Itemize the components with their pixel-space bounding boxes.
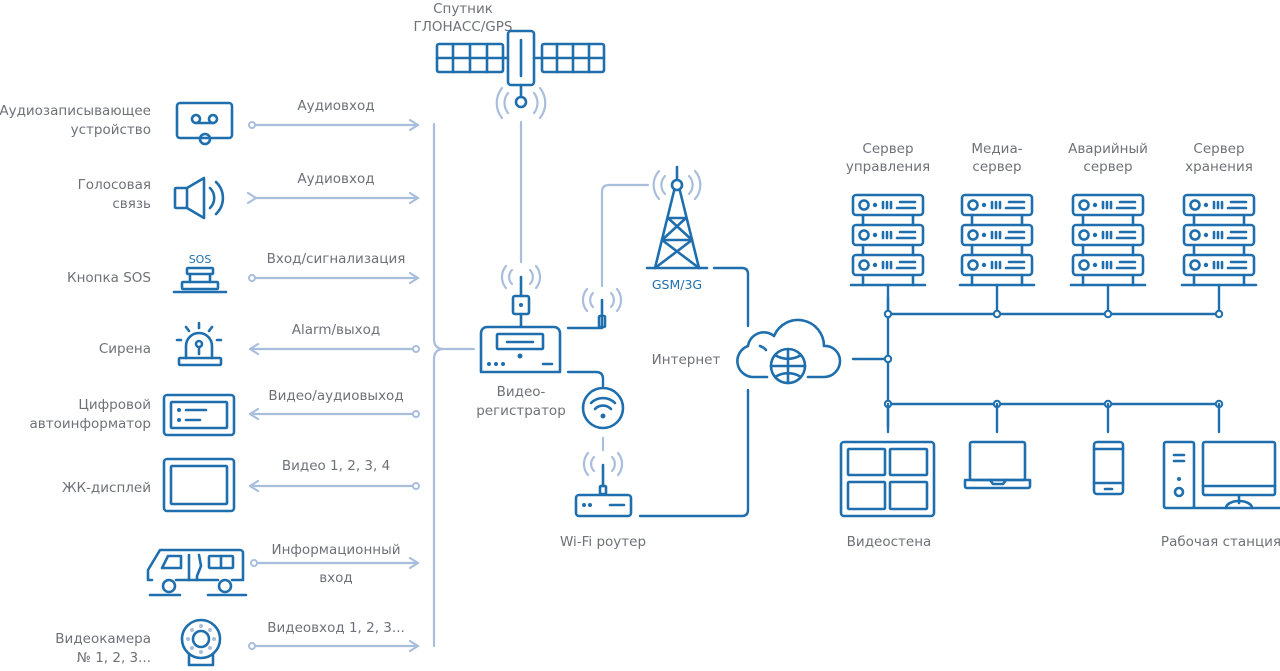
device-label: Видеокамера [55, 631, 151, 647]
server-label-1: Сервер [862, 141, 913, 157]
device-camera: Видеокамера № 1, 2, 3... Видеовход 1, 2,… [55, 618, 420, 667]
laptop-icon [963, 440, 1032, 490]
smartphone-icon [1092, 440, 1125, 496]
bus-junction [883, 354, 893, 364]
client-video-wall: Видеостена [839, 402, 936, 550]
device-lcd-display: ЖК-дисплей Видео 1, 2, 3, 4 [62, 457, 420, 513]
server-management-node: Сервер управления [846, 141, 930, 316]
gsm-tower-icon [645, 165, 709, 270]
server-label-2: управления [846, 159, 930, 175]
signal-label: Видео/аудиовыход [268, 388, 403, 404]
device-label: ЖК-дисплей [62, 480, 151, 496]
cloud-icon [736, 318, 842, 379]
globe-icon [769, 347, 807, 385]
signal-label-2: вход [319, 570, 353, 586]
bus-icon [146, 548, 248, 597]
recorder-label-1: Видео- [497, 384, 546, 400]
client-label: Видеостена [847, 534, 932, 550]
video-recorder-icon [479, 275, 562, 374]
client-laptop [963, 402, 1032, 490]
camera-icon [180, 618, 222, 667]
recorder-label-2: регистратор [476, 403, 566, 419]
servers-group: Сервер управления Медиа-сервер Аварийный сер… [846, 141, 1258, 316]
server-label-1: Аварийный [1068, 141, 1148, 157]
input-bus-bracket [432, 122, 476, 648]
signal-label: Аудиовход [297, 98, 374, 114]
client-smartphone [1092, 402, 1125, 496]
device-label: № 1, 2, 3... [77, 650, 151, 666]
sos-icon-text: SOS [189, 253, 212, 266]
device-audio-recorder: Аудиозаписывающее устройство Аудиовход [0, 98, 420, 146]
client-workstation: Рабочая станция [1161, 402, 1280, 550]
device-label: связь [112, 196, 151, 212]
signal-label: Аудиовход [297, 171, 374, 187]
server-rack-icon [1180, 193, 1258, 287]
modem-gsm-link [600, 183, 650, 288]
recorder-wifi-link [566, 370, 605, 388]
device-siren: Сирена Alarm/выход [99, 321, 420, 367]
server-label-2: сервер [972, 159, 1021, 175]
server-label-1: Сервер [1193, 141, 1244, 157]
device-sos: Кнопка SOS SOS Вход/сигнализация [67, 251, 420, 294]
recorder-modem-link [566, 316, 604, 330]
signal-label: Видео 1, 2, 3, 4 [282, 458, 390, 474]
device-auto-informer: Цифровой автоинформатор Видео/аудиовыход [30, 388, 420, 437]
signal-label: Информационный [271, 542, 400, 558]
device-label: Аудиозаписывающее [0, 103, 151, 119]
satellite-label-1: Спутник [433, 1, 493, 17]
bus-junction [883, 309, 893, 319]
server-rack-icon [1069, 193, 1147, 287]
satellite-node: Спутник ГЛОНАСС/GPS [414, 1, 606, 120]
server-label-2: хранения [1185, 159, 1253, 175]
device-label: Кнопка SOS [67, 270, 151, 286]
video-recorder-node: Видео- регистратор [476, 264, 566, 419]
signal-label: Alarm/выход [292, 322, 380, 338]
auto-informer-icon [162, 393, 236, 437]
device-label: автоинформатор [30, 416, 151, 432]
workstation-icon [1162, 440, 1280, 510]
gsm-internet-link [712, 266, 750, 328]
wifi-router-icon [574, 463, 633, 518]
router-internet-link [638, 388, 750, 518]
device-bus: Информационный вход [146, 542, 420, 597]
speaker-icon [173, 176, 225, 220]
device-label: Цифровой [78, 397, 151, 413]
device-label: Голосовая [78, 177, 151, 193]
wifi-icon [589, 396, 617, 419]
sos-button-icon: SOS [172, 253, 228, 294]
server-label-1: Медиа- [971, 141, 1022, 157]
device-voice: Голосовая связь Аудиовход [78, 171, 420, 220]
gsm-tower-node: GSM/3G [645, 165, 709, 292]
siren-icon [175, 321, 223, 367]
server-storage-node: Сервер хранения [1180, 141, 1258, 316]
device-label: устройство [71, 122, 151, 138]
server-rack-icon [849, 193, 927, 287]
wifi-router-label: Wi-Fi роутер [560, 534, 646, 550]
bus-junction [992, 309, 1002, 319]
server-emergency-node: Аварийный сервер [1068, 141, 1148, 316]
wifi-node [581, 386, 625, 430]
wifi-circle [581, 386, 625, 430]
lcd-display-icon [162, 457, 236, 513]
internet-label: Интернет [652, 352, 721, 368]
video-wall-icon [839, 440, 936, 518]
satellite-label-2: ГЛОНАСС/GPS [414, 19, 513, 35]
signal-label: Видеовход 1, 2, 3... [267, 620, 405, 636]
server-rack-icon [958, 193, 1036, 287]
satellite-icon [435, 29, 606, 109]
bus-junction [1103, 309, 1113, 319]
bus-junction [1214, 309, 1224, 319]
gsm-label: GSM/3G [652, 277, 702, 292]
device-label: Сирена [99, 341, 151, 357]
internet-node: Интернет [652, 318, 842, 385]
server-label-2: сервер [1083, 159, 1132, 175]
audio-recorder-icon [175, 101, 234, 146]
server-media-node: Медиа-сервер [958, 141, 1036, 316]
signal-label: Вход/сигнализация [267, 251, 406, 267]
wifi-router-node: Wi-Fi роутер [560, 451, 646, 550]
client-label: Рабочая станция [1161, 534, 1280, 550]
